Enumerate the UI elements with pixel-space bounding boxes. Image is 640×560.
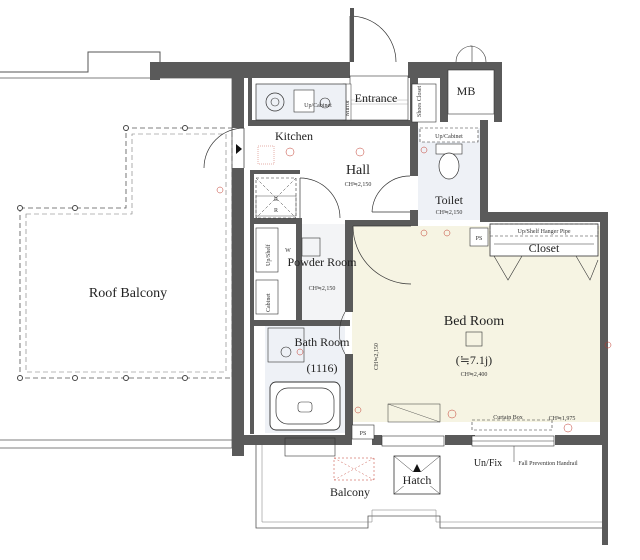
ps-bottom: PS [351,424,375,440]
w-mark: W [285,248,291,254]
toilet-ch: CH≒2,150 [436,210,463,216]
closet-area: Up/Shelf Hanger Pipe Closet [489,223,599,281]
mirror-label: Mirror [345,100,351,116]
ps-top: PS [469,227,489,247]
balcony-area: Balcony Hatch Un/Fix Fall Prevention Han… [255,435,602,529]
bath-size: (1116) [306,361,337,375]
walls [150,62,608,545]
balcony-label: Balcony [330,485,370,499]
ps-top-label: PS [476,236,483,242]
kitchen-up-cabinet: Up/Cabinet [304,103,332,109]
un-fix-label: Un/Fix [474,458,502,469]
entrance-label: Entrance [355,91,398,105]
bed-room-size: (≒7.1j) [456,353,492,367]
powder-room-area: Up/Shelf W Powder Room CH≒2,150 Cabinet [255,227,358,355]
powder-floor [300,224,345,320]
entrance-area: Entrance Mirror Shoes Closet [342,8,437,123]
bed-room-floor [352,226,600,422]
up-shelf-label: Up/Shelf [265,244,272,266]
cabinet-small: Cabinet [266,293,272,312]
bath-room-area: Bath Room (1116) [267,327,350,431]
closet-label: Closet [529,241,560,255]
fall-prevention-label: Fall Prevention Handrail [518,461,578,467]
toilet-area: Up/Cabinet Toilet CH≒2,150 [419,127,479,216]
powder-ch: CH≒2,150 [309,286,336,292]
hall-label: Hall [346,163,370,178]
closet-up-shelf: Up/Shelf Hanger Pipe [518,228,571,235]
bed-vertical-ch: CH≒2,150 [374,343,380,370]
bed-room-label: Bed Room [444,314,504,329]
bed-room-ch: CH≒2,400 [461,372,488,378]
ps-bottom-label: PS [360,431,367,437]
toilet-up-cabinet: Up/Cabinet [435,134,463,140]
fridge-r-mark: R [274,197,278,203]
window-ch: CH≒1,975 [549,416,576,422]
roof-balcony-area: Roof Balcony [0,51,233,449]
toilet-label: Toilet [435,193,463,207]
hall-ch: CH≒2,150 [345,182,372,188]
bed-room-area: Bed Room (≒7.1j) CH≒2,400 CH≒2,150 Curta… [354,229,612,433]
curtain-box-label: Curtain Box [493,415,523,421]
shoes-label: Shoes Closet [417,85,423,117]
powder-label-1: Powder Room [288,255,358,269]
kitchen-label: Kitchen [275,129,313,143]
hall-area: Hall CH≒2,150 [299,147,412,285]
roof-balcony-label: Roof Balcony [89,286,167,301]
mb-box: MB [447,45,495,115]
r-mark-2: R [274,208,278,214]
hatch-label: Hatch [403,473,432,487]
bath-label: Bath Room [294,335,350,349]
mb-label: MB [457,84,476,98]
kitchen-area: Up/Cabinet Kitchen R R [203,83,347,219]
